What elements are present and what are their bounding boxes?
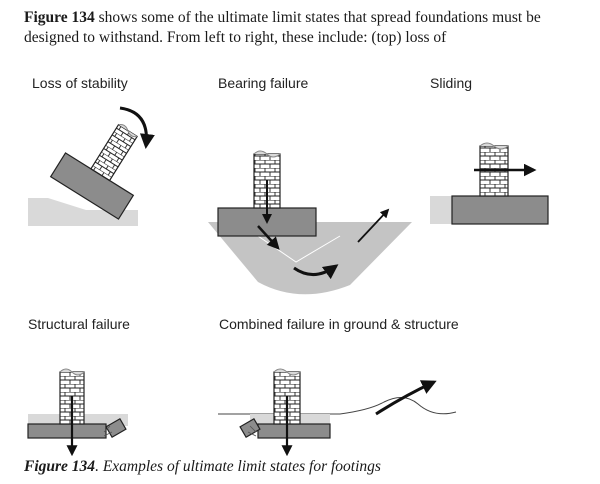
intro-paragraph: Figure 134 shows some of the ultimate li… — [24, 8, 584, 48]
diagonal-arrow — [257, 225, 280, 250]
heave-arrow — [375, 380, 437, 416]
caption-figure-ref: Figure 134 — [24, 458, 96, 475]
crack-lines — [103, 425, 113, 437]
caption-text: . Examples of ultimate limit states for … — [95, 458, 381, 475]
label-loss-of-stability: Loss of stability — [32, 75, 128, 91]
ground-slab — [28, 198, 138, 226]
structural-footing — [27, 423, 107, 439]
combined-footing — [257, 423, 331, 439]
label-bearing-failure: Bearing failure — [218, 75, 309, 91]
wall-break-top — [118, 123, 138, 138]
rotation-arrow — [119, 106, 155, 149]
label-structural-failure: Structural failure — [28, 316, 130, 332]
bearing-failure-diagram — [208, 150, 412, 295]
sliding-diagram — [430, 142, 549, 225]
wall-break-top — [59, 368, 85, 376]
wall-break-top — [479, 142, 509, 150]
intro-figure-ref: Figure 134 — [24, 9, 95, 26]
combined-failure-diagram — [218, 368, 457, 457]
structural-failure-diagram — [27, 368, 128, 457]
sliding-footing — [451, 195, 549, 225]
loss-of-stability-diagram — [28, 106, 155, 226]
ground-line — [218, 397, 457, 415]
wall-break-top — [273, 368, 301, 376]
curved-arrow — [293, 264, 339, 280]
heave-arrow — [357, 208, 390, 243]
label-sliding: Sliding — [430, 75, 473, 91]
wall-break-top — [253, 150, 281, 158]
label-combined-failure: Combined failure in ground & structure — [219, 316, 459, 332]
crack-lines — [247, 425, 257, 437]
figure-caption: Figure 134. Examples of ultimate limit s… — [24, 458, 381, 476]
intro-text: shows some of the ultimate limit states … — [24, 9, 541, 46]
broken-footing-piece — [239, 417, 261, 439]
